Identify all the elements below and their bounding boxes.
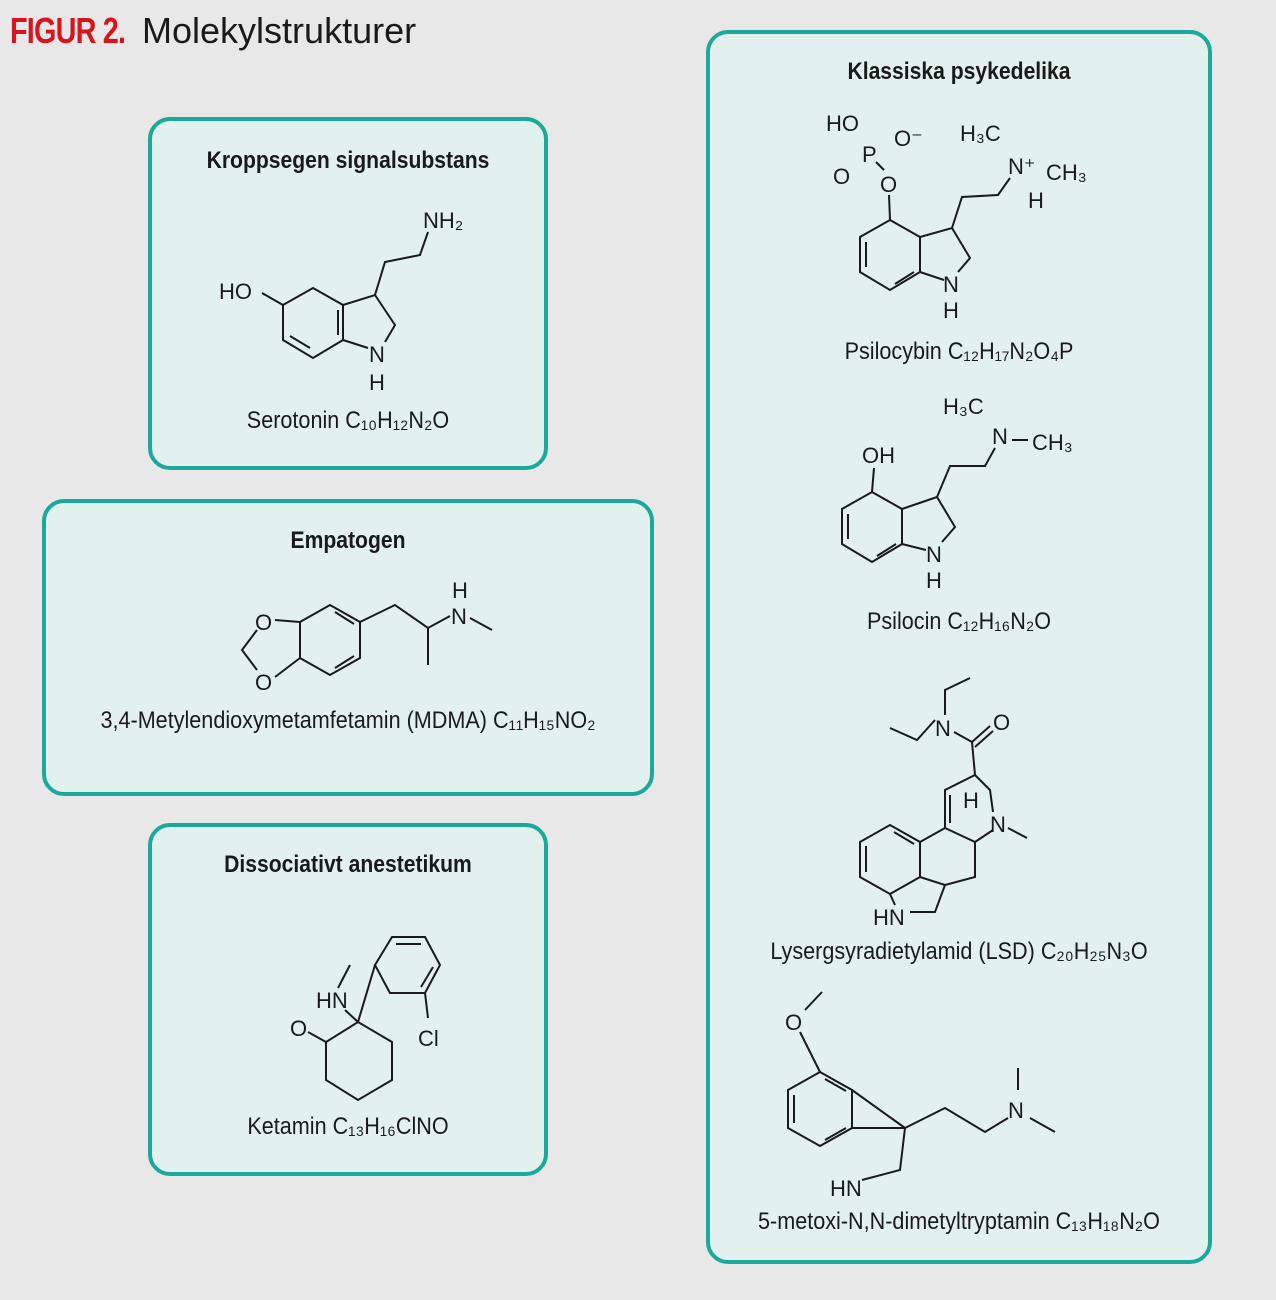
box-title: Kroppsegen signalsubstans (206, 147, 490, 174)
atom-label: N (992, 424, 1008, 449)
atom-label: N (943, 272, 959, 297)
box-empathogen: Empatogen 3,4-Metylendioxymetamfetamin (… (42, 499, 654, 796)
structure-lsd: N O H N HN (859, 677, 1028, 930)
structure-mdma: O O H N (240, 578, 493, 695)
atom-label: OH (862, 443, 895, 468)
atom-label: O (255, 670, 272, 695)
atom-label: HO (826, 111, 859, 136)
atom-label: HN (830, 1176, 862, 1201)
molecule-caption-psilocin: Psilocin C₁₂H₁₆N₂O (866, 608, 1052, 635)
molecule-caption-psilocybin: Psilocybin C₁₂H₁₇N₂O₄P (844, 338, 1074, 365)
box-dissociative: Dissociativt anestetikum Ketamin C₁₃H₁₆C… (148, 823, 548, 1176)
atom-label: HN (316, 988, 348, 1013)
atom-label: H (926, 568, 942, 593)
box-title: Empatogen (290, 527, 406, 554)
molecule-caption-mdma: 3,4-Metylendioxymetamfetamin (MDMA) C₁₁H… (100, 707, 596, 734)
atom-label: O (833, 164, 850, 189)
atom-label: N⁺ (1008, 154, 1036, 179)
structure-ketamine: HN O Cl (290, 936, 442, 1102)
atom-label: N (926, 542, 942, 567)
atom-label: O (880, 172, 897, 197)
box-title: Klassiska psykedelika (847, 58, 1071, 85)
atom-label: O (993, 710, 1010, 735)
molecule-caption-5meodmt: 5-metoxi-N,N-dimetyltryptamin C₁₃H₁₈N₂O (758, 1208, 1160, 1235)
atom-label: H₃C (943, 394, 984, 419)
atom-label: N (369, 342, 385, 367)
atom-label: N (451, 604, 467, 629)
figure-heading: Molekylstrukturer (142, 10, 417, 51)
atom-label: N (1008, 1098, 1024, 1123)
atom-label: HN (873, 905, 905, 930)
atom-label: O (290, 1016, 307, 1041)
atom-label: N (935, 716, 951, 741)
atom-label: O (785, 1010, 802, 1035)
atom-label: CH₃ (1032, 430, 1073, 455)
structure-psilocin: OH H₃C N CH₃ N H (841, 394, 1073, 593)
box-endogenous: Kroppsegen signalsubstans Serotonin C₁₀H… (148, 117, 548, 470)
figure-number: FIGUR 2. (10, 10, 126, 51)
atom-label: N (990, 812, 1006, 837)
molecule-caption-ketamine: Ketamin C₁₃H₁₆ClNO (247, 1113, 449, 1140)
atom-label: O⁻ (894, 126, 923, 151)
structure-psilocybin: HO O⁻ P O O H₃C N⁺ CH₃ H N H (826, 111, 1087, 323)
structure-serotonin: HO NH₂ N H (219, 208, 463, 395)
box-title: Dissociativt anestetikum (224, 851, 472, 878)
atom-label: O (255, 610, 272, 635)
box-psychedelics: Klassiska psykedelika Psilocybin C₁₂H₁₇N… (706, 30, 1212, 1264)
atom-label: HO (219, 279, 252, 304)
atom-label: H (452, 578, 468, 603)
atom-label: NH₂ (423, 208, 463, 233)
atom-label: CH₃ (1046, 160, 1087, 185)
atom-label: Cl (418, 1026, 439, 1051)
atom-label: H₃C (960, 121, 1001, 146)
atom-label: H (963, 788, 979, 813)
structure-5meodmt: O N HN (785, 991, 1056, 1201)
atom-label: H (1028, 188, 1044, 213)
atom-label: P (862, 142, 877, 167)
molecule-caption-lsd: Lysergsyradietylamid (LSD) C₂₀H₂₅N₃O (770, 938, 1148, 965)
atom-label: H (369, 370, 385, 395)
figure-title: FIGUR 2. Molekylstrukturer (10, 10, 416, 52)
molecule-caption-serotonin: Serotonin C₁₀H₁₂N₂O (246, 407, 450, 434)
atom-label: H (943, 298, 959, 323)
